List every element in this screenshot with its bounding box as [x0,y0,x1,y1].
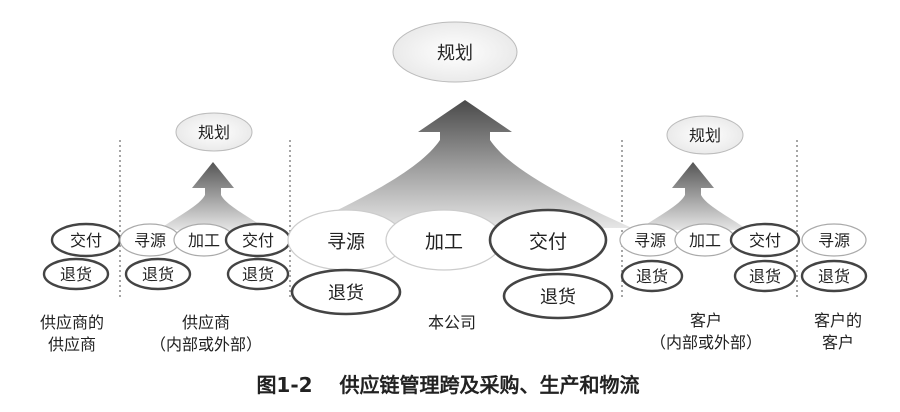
deliver-label-1: 交付 [70,231,102,250]
segment-label-suppliers-supplier: 供应商的供应商 [40,313,104,354]
segment-label-line: 客户的 [814,311,862,330]
make-label-3: 加工 [425,231,463,253]
company-nodes: 寻源 加工 交付 退货 退货 [287,208,614,320]
plan-label-left: 规划 [198,123,230,142]
segment-label-line: （内部或外部） [150,335,262,354]
return-label-5: 退货 [818,267,850,286]
segment-label-customers-customer: 客户的客户 [814,311,862,352]
big-up-arrow [300,100,632,228]
segment-label-company: 本公司 [428,313,476,332]
plan-node-left: 规划 [175,112,253,152]
source-label-5: 寻源 [818,231,850,250]
customers-customer-nodes: 寻源 退货 [800,223,868,293]
return-label-4a: 退货 [636,267,668,286]
segment-label-line: 供应商 [182,313,230,332]
segment-label-line: 本公司 [428,313,476,332]
deliver-label-3: 交付 [529,231,567,253]
segment-label-customer: 客户 （内部或外部） [650,311,762,352]
source-label-2: 寻源 [134,231,166,250]
segment-label-line: 客户 [822,333,854,352]
segment-label-line: 供应商 [48,335,96,354]
return-label-3a: 退货 [328,283,364,304]
plan-label-right: 规划 [689,126,721,145]
segment-label-line: 供应商的 [40,313,104,332]
figure-caption: 图1-2 供应链管理跨及采购、生产和物流 [256,373,639,397]
return-label-2a: 退货 [142,265,174,284]
return-label-1: 退货 [60,265,92,284]
segment-label-supplier: 供应商 （内部或外部） [150,313,262,354]
plan-node-right: 规划 [666,115,744,155]
return-label-2b: 退货 [242,265,274,284]
plan-label-center: 规划 [437,43,473,64]
deliver-label-4: 交付 [749,231,781,250]
return-label-3b: 退货 [540,287,576,308]
make-label-4: 加工 [689,231,721,250]
suppliers-supplier-nodes: 交付 退货 [42,222,122,291]
source-label-3: 寻源 [327,231,365,253]
segment-label-line: （内部或外部） [650,333,762,352]
return-label-4b: 退货 [749,267,781,286]
small-arrow-right [638,162,748,230]
segment-label-line: 客户 [690,311,722,330]
plan-node-center: 规划 [392,21,518,83]
small-arrow-left [158,162,268,230]
source-label-4: 寻源 [634,231,666,250]
deliver-label-2: 交付 [242,231,274,250]
customer-nodes: 寻源 加工 交付 退货 退货 [619,222,801,293]
supplier-nodes: 寻源 加工 交付 退货 退货 [119,222,292,291]
segment-dividers [119,140,798,300]
make-label-2: 加工 [188,231,220,250]
